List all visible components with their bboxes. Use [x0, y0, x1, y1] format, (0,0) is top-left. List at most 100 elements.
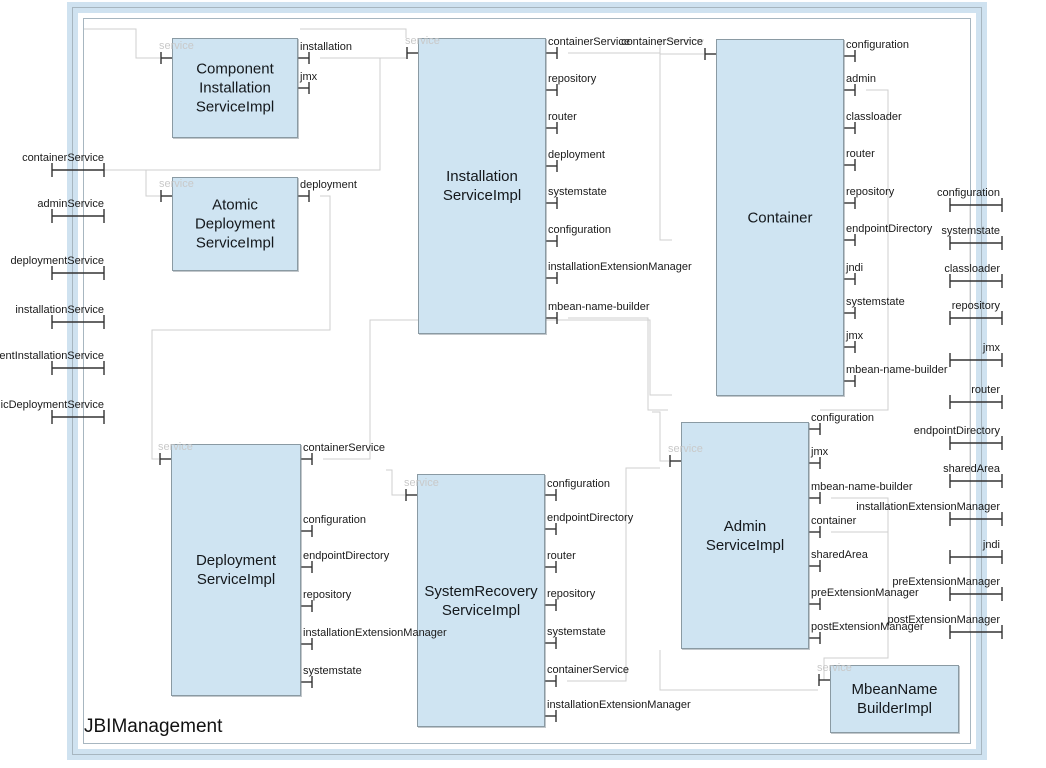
frame-port-label-right-jndi: jndi: [982, 539, 1000, 551]
port-label-component-installation-service-impl-installation: installation: [300, 41, 352, 53]
component-name-line: ServiceImpl: [441, 601, 521, 619]
port-label-container-jndi: jndi: [846, 262, 864, 274]
frame-port-label-right-jmx: jmx: [982, 342, 1000, 354]
frame-port-label-right-router: router: [971, 384, 1000, 396]
port-label-system-recovery-service-impl-endpointDirectory: endpointDirectory: [547, 512, 634, 524]
frame-port-label-left-installationService: installationService: [15, 304, 104, 316]
port-label-container-systemstate: systemstate: [846, 296, 905, 308]
port-label-system-recovery-service-impl-repository: repository: [547, 588, 596, 600]
port-label-component-installation-service-impl-service: service: [159, 40, 194, 52]
port-label-system-recovery-service-impl-installationExtensionManager: installationExtensionManager: [547, 699, 691, 711]
component-name-line: MbeanName: [851, 681, 938, 698]
frame-port-label-right-sharedArea: sharedArea: [943, 463, 1000, 475]
component-name-line: ServiceImpl: [705, 536, 785, 554]
port-label-atomic-deployment-service-impl-deployment: deployment: [300, 179, 357, 191]
frame-port-label-right-installationExtensionManager: installationExtensionManager: [856, 501, 1000, 513]
port-label-installation-service-impl-containerService: containerService: [548, 36, 630, 48]
connector-installationservice-mbean-out: [568, 317, 668, 411]
port-label-admin-service-impl-configuration: configuration: [811, 412, 874, 424]
component-name-line: ServiceImpl: [196, 571, 276, 588]
port-label-admin-service-impl-mbean-name-builder: mbean-name-builder: [811, 481, 913, 493]
component-name-line: ServiceImpl: [442, 187, 522, 204]
component-container[interactable]: Container: [716, 39, 844, 396]
connector-container-admin-to-adminservice: [820, 89, 889, 411]
port-label-installation-service-impl-service: service: [405, 35, 440, 47]
port-label-installation-service-impl-systemstate: systemstate: [548, 186, 607, 198]
connector-installationservice-service-in: [300, 28, 407, 38]
port-label-deployment-service-impl-installationExtensionManager: installationExtensionManager: [303, 627, 447, 639]
port-label-installation-service-impl-repository: repository: [548, 73, 597, 85]
port-label-deployment-service-impl-containerService: containerService: [303, 442, 385, 454]
connector-frame-containerservice-to-installationservice: [84, 57, 406, 171]
connector-atomicdeployment-service-in: [140, 169, 160, 197]
frame-title: JBIManagement: [84, 716, 223, 737]
frame-port-label-left-atomicDeploymentService: atomicDeploymentService: [0, 399, 104, 411]
port-label-container-classloader: classloader: [846, 111, 902, 123]
frame-port-label-right-endpointDirectory: endpointDirectory: [913, 425, 1000, 437]
frame-port-label-left-componentInstallationService: componentInstallationService: [0, 350, 104, 362]
port-label-deployment-service-impl-endpointDirectory: endpointDirectory: [303, 550, 390, 562]
frame-port-label-right-systemstate: systemstate: [941, 225, 1000, 237]
component-name-line: SystemRecovery: [424, 582, 538, 600]
port-group: [51, 47, 1003, 722]
component-name-line: Admin: [723, 517, 767, 535]
port-label-installation-service-impl-installationExtensionManager: installationExtensionManager: [548, 261, 692, 273]
frame-outer-border: [72, 7, 982, 755]
component-name-line: Installation: [446, 168, 518, 185]
port-label-container-mbean-name-builder: mbean-name-builder: [846, 364, 948, 376]
connector-adminservice-service-in: [652, 411, 669, 462]
connector-deploymentservice-containerservice-out: [323, 319, 672, 460]
port-label-container-router: router: [846, 148, 875, 160]
port-label-container-containerService: containerService: [621, 36, 703, 48]
component-name-line: Container: [747, 209, 813, 226]
component-name-line: ServiceImpl: [195, 98, 275, 116]
component-name-line: Deployment: [195, 552, 277, 569]
component-name-line: Component: [196, 60, 274, 78]
component-name-line: Installation: [199, 79, 271, 97]
connector-systemrecovery-containerservice-out: [567, 467, 660, 682]
port-label-deployment-service-impl-repository: repository: [303, 589, 352, 601]
connector-componentinstallationserviceimpl-service-to-frame: [84, 28, 160, 59]
component-name-line: ServiceImpl: [195, 234, 275, 252]
port-label-deployment-service-impl-service: service: [158, 441, 193, 453]
port-label-system-recovery-service-impl-systemstate: systemstate: [547, 626, 606, 638]
connector-adminservice-container-loop: [831, 498, 889, 533]
connector-atomicdeployment-deployment-out: [151, 195, 331, 460]
port-label-admin-service-impl-preExtensionManager: preExtensionManager: [811, 587, 919, 599]
frame-port-label-left-containerService: containerService: [22, 152, 104, 164]
frame-port-label-right-configuration: configuration: [937, 187, 1000, 199]
port-label-admin-service-impl-sharedArea: sharedArea: [811, 549, 868, 561]
component-name: Container: [717, 208, 843, 227]
port-label-system-recovery-service-impl-service: service: [404, 477, 439, 489]
port-label-admin-service-impl-service: service: [668, 443, 703, 455]
port-label-installation-service-impl-deployment: deployment: [548, 149, 605, 161]
component-name-line: Atomic: [212, 196, 258, 214]
component-name-line: Deployment: [194, 215, 276, 233]
frame-port-label-right-postExtensionManager: postExtensionManager: [887, 614, 1000, 626]
port-label-system-recovery-service-impl-containerService: containerService: [547, 664, 629, 676]
port-label-system-recovery-service-impl-configuration: configuration: [547, 478, 610, 490]
port-label-container-configuration: configuration: [846, 39, 909, 51]
frame-port-label-left-adminService: adminService: [37, 198, 104, 210]
port-label-atomic-deployment-service-impl-service: service: [159, 178, 194, 190]
frame-port-label-right-preExtensionManager: preExtensionManager: [892, 576, 1000, 588]
port-label-installation-service-impl-mbean-name-builder: mbean-name-builder: [548, 301, 650, 313]
frame-port-label-right-repository: repository: [951, 300, 1000, 312]
port-label-system-recovery-service-impl-router: router: [547, 550, 576, 562]
frame-port-label-right-classloader: classloader: [944, 263, 1000, 275]
port-label-container-jmx: jmx: [846, 330, 864, 342]
